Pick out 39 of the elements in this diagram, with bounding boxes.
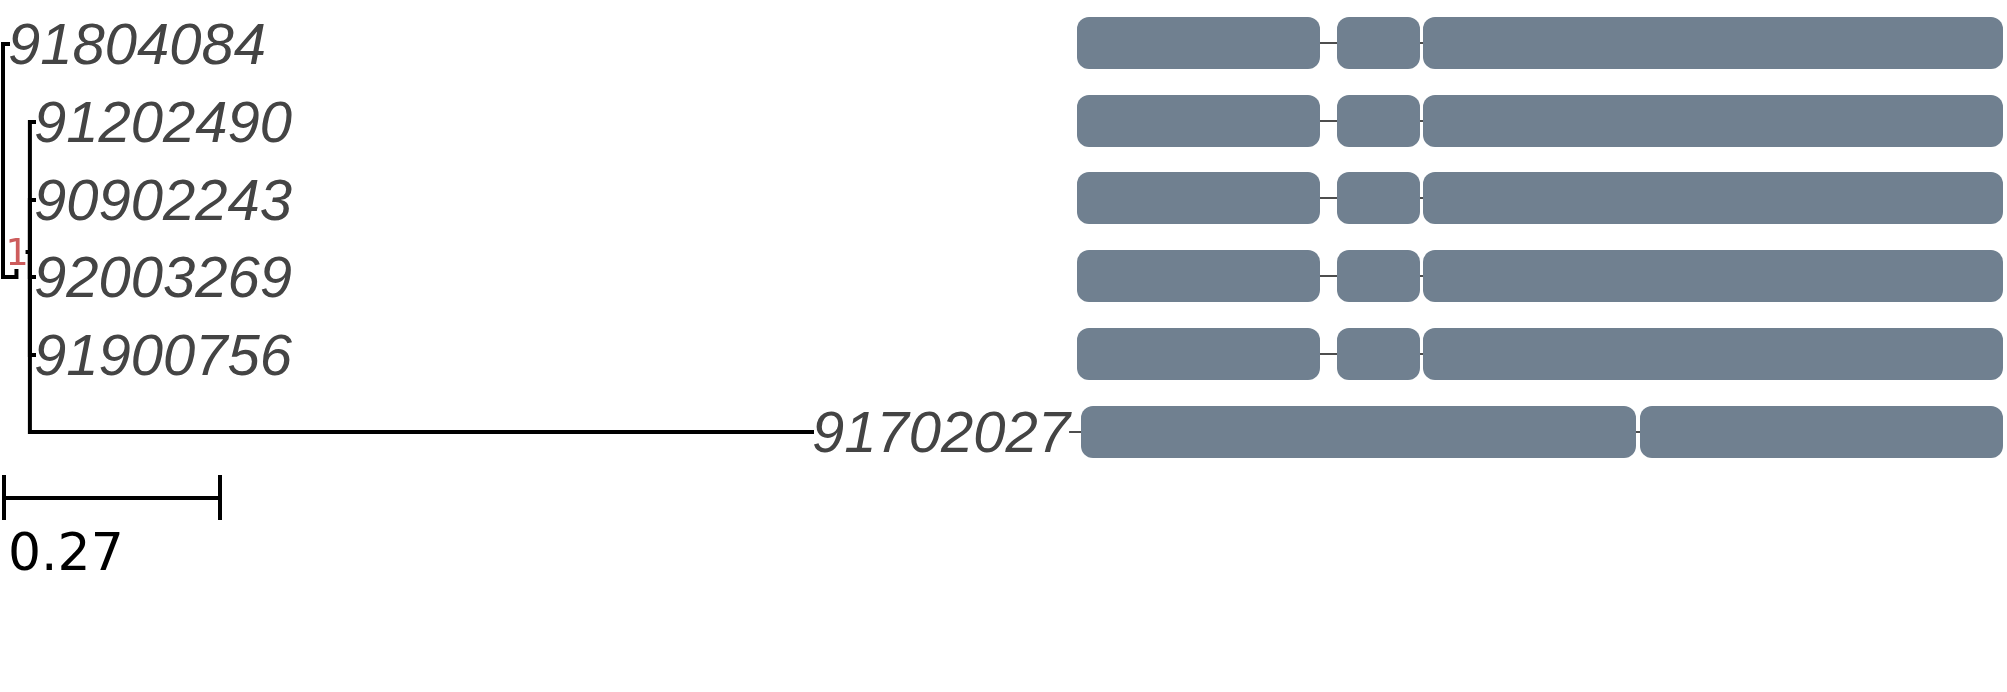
support-value: 1 xyxy=(5,233,28,271)
linker-line xyxy=(1319,42,1338,44)
scale-label: 0.27 xyxy=(8,526,124,578)
leaf-label: 90902243 xyxy=(34,171,293,229)
linker-line xyxy=(1419,275,1424,277)
linker-line xyxy=(1419,197,1424,199)
linker-line xyxy=(1319,120,1338,122)
domain-bar xyxy=(1423,328,2003,380)
domain-bar xyxy=(1423,172,2003,224)
leaf-label: 91804084 xyxy=(8,15,267,73)
linker-line xyxy=(1319,275,1338,277)
leaf-label: 92003269 xyxy=(34,248,293,306)
leaf-label: 91202490 xyxy=(34,93,293,151)
domain-bar xyxy=(1337,172,1420,224)
linker-line xyxy=(1419,42,1424,44)
domain-bar xyxy=(1337,250,1420,302)
domain-bar xyxy=(1337,95,1420,147)
domain-bar xyxy=(1081,406,1636,458)
linker-line xyxy=(1419,120,1424,122)
leaf-label: 91900756 xyxy=(34,326,293,384)
domain-bar xyxy=(1337,17,1420,69)
tree-branch xyxy=(1,42,19,279)
domain-bar xyxy=(1077,172,1320,224)
domain-bar xyxy=(1077,250,1320,302)
domain-bar xyxy=(1423,17,2003,69)
domain-bar xyxy=(1337,328,1420,380)
domain-bar xyxy=(1640,406,2003,458)
domain-bar xyxy=(1077,328,1320,380)
linker-line xyxy=(1419,353,1424,355)
linker-line xyxy=(1635,431,1641,433)
leaf-label: 91702027 xyxy=(812,403,1071,461)
tree-branch xyxy=(25,250,814,434)
domain-bar xyxy=(1423,250,2003,302)
domain-bar xyxy=(1423,95,2003,147)
linker-line xyxy=(1069,431,1082,433)
domain-bar xyxy=(1077,95,1320,147)
domain-bar xyxy=(1077,17,1320,69)
linker-line xyxy=(1319,353,1338,355)
linker-line xyxy=(1319,197,1338,199)
